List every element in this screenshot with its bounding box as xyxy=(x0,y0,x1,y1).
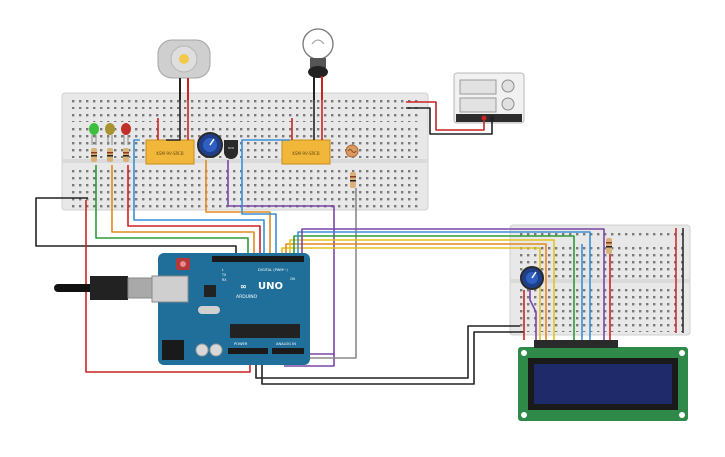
arduino-power-label: POWER xyxy=(234,342,248,346)
ldr-resistor[interactable] xyxy=(350,172,356,188)
relay-left[interactable]: KSM-9V-SRCB xyxy=(145,139,195,165)
arduino-l-label: L xyxy=(222,268,224,272)
photoresistor[interactable] xyxy=(345,144,359,158)
led-resistors[interactable] xyxy=(91,148,129,162)
light-bulb[interactable] xyxy=(302,0,334,100)
led-green[interactable] xyxy=(89,123,99,145)
arduino-analog-label: ANALOG IN xyxy=(276,342,296,346)
potentiometer-main[interactable] xyxy=(197,132,223,158)
led-yellow[interactable] xyxy=(105,123,115,145)
lcd-resistor[interactable] xyxy=(606,238,612,254)
arduino-model-label: UNO xyxy=(258,281,283,292)
potentiometer-lcd[interactable] xyxy=(520,266,544,290)
svg-text:NPN: NPN xyxy=(228,146,234,150)
arduino-tx-label: TX xyxy=(221,273,227,277)
wires xyxy=(35,100,611,385)
relay-right[interactable]: KSM-9V-SRCB xyxy=(281,139,331,165)
lcd-pins xyxy=(534,340,618,348)
arduino-brand-label: ARDUINO xyxy=(236,294,258,300)
dc-motor[interactable] xyxy=(157,39,211,100)
relay-left-label: KSM-9V-SRCB xyxy=(156,151,183,156)
lcd-display[interactable] xyxy=(518,340,688,421)
led-red[interactable] xyxy=(121,123,131,145)
arduino-infinity-logo: ∞ xyxy=(240,282,247,291)
arduino-on-label: ON xyxy=(290,277,296,281)
lcd-breadboard[interactable] xyxy=(509,224,691,336)
arduino-rx-label: RX xyxy=(222,278,227,282)
power-supply[interactable] xyxy=(453,72,525,124)
arduino-digital-label: DIGITAL (PWM~) xyxy=(258,268,288,272)
usb-cable xyxy=(54,276,155,300)
main-breadboard[interactable] xyxy=(61,92,429,211)
arduino-uno[interactable]: ∞ UNO ARDUINO DIGITAL (PWM~) POWER ANALO… xyxy=(151,253,310,365)
transistor[interactable]: NPN xyxy=(224,140,238,159)
relay-right-label: KSM-9V-SRCB xyxy=(292,151,319,156)
